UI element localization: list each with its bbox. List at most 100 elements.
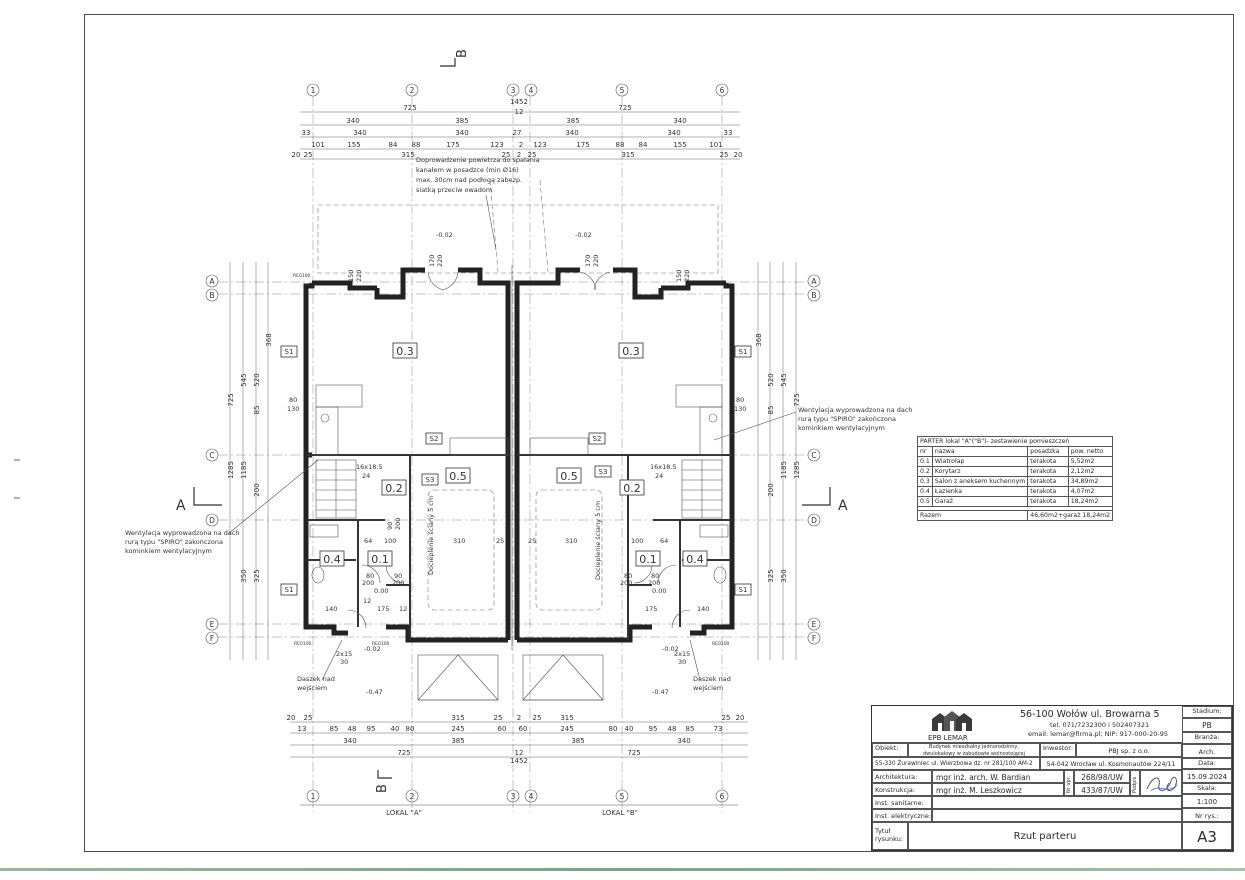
title-block: EPB LEMAR 56-100 Wołów ul. Browarna 5 te… [871,705,1233,851]
cell-name: Salon z aneksem kuchennym [931,476,1029,487]
air-supply-note: Doprowadzenie powietrza do spalania kana… [416,156,540,251]
vent-note-right-line-1: Wentylacja wyprowadzona na dach [798,406,913,414]
vent-note-right-line-3: kominkiem wentylacyjnym [798,424,885,432]
unit-label-a: LOKAL "A" [386,809,422,817]
table-total-row: Razem 46,60m2+garaż 18,24m2 [916,510,1114,521]
dim-30-b: 30 [678,658,686,666]
stair-size-left: 16x18.5 [356,463,383,471]
tag-s2-a: S2 [430,435,439,443]
axis-label-d-left: D [209,516,215,525]
cell-floor: terakota [1027,486,1069,497]
level-terrace-left: -0.02 [436,231,453,239]
section-marks: B B A A [176,49,848,793]
vent-note-left-line-3: kominkiem wentylacyjnym [125,547,212,555]
podpis-cell: Podpis [1130,770,1140,796]
dim-top-340-c: 340 [353,129,366,137]
axis-label-c-right: C [811,451,816,460]
architektura-nr: 268/98/UW [1074,770,1130,783]
cell-nr: 0.3 [917,476,933,487]
bottom-axis-bubbles: 1 2 3 4 5 6 [306,789,729,803]
axis-label-6: 6 [720,86,725,95]
dim-bottom-95-a: 95 [367,725,376,733]
room-label-0-1-a: 0.1 [371,553,389,566]
dim-bottom-725-a: 725 [397,749,410,757]
room-label-0-2-a: 0.2 [385,482,403,495]
axis-label-bottom-5: 5 [620,792,625,801]
dim-left-520: 520 [253,373,261,386]
cell-name: Łazienka [931,486,1029,497]
door-dim-80-a: 80 [366,572,374,580]
dim-bottom-40-a: 40 [391,725,400,733]
dim-top-101-b: 101 [709,141,722,149]
cell-name: Korytarz [931,466,1029,477]
dim-top-385-b: 385 [566,117,579,125]
dim-bottom-385-a: 385 [451,737,464,745]
sanitarne-label: Inst. sanitarne: [872,796,932,809]
side-axis-bubbles: A B C D E F A B C D E F [205,274,821,645]
dim-left-725: 725 [227,393,235,406]
air-note-line-2: kanałem w posadzce (min Ø16) [416,166,519,174]
dim-80-a: 80 [289,396,297,404]
nr-upr-label: Nr upr. [1066,776,1072,793]
door-dim-200-e: 200 [648,579,660,587]
tytul-label-line-2: rysunku: [875,834,904,843]
bathroom-fixtures [309,524,729,584]
dim-left-325: 325 [253,569,261,582]
dim-bottom-2: 2 [517,714,521,722]
branza-value: Arch. [1182,744,1232,758]
tag-s2-b: S2 [593,435,602,443]
door-dim-220-c: 220 [355,270,363,282]
tytul-label-line-1: Tytuł [875,827,891,835]
dim-left-85: 85 [253,406,261,415]
dim-175-b: 175 [645,605,657,613]
company-phone: tel. 071/7232300 i 502407321 [1050,721,1150,729]
axis-label-c-left: C [209,451,214,460]
vent-note-right-line-2: rurą typu "SPIRO" zakończona [798,415,896,423]
cell-floor: terakota [1027,466,1069,477]
dim-top-340-f: 340 [667,129,680,137]
cell-floor: terakota [1027,456,1069,467]
stairs: 16x18.5 24 16x18.5 24 [315,459,723,519]
dim-bottom-60-b: 60 [519,725,528,733]
element-tags: S1 S1 S1 S1 S2 S2 S3 S3 [280,345,752,596]
insulation-note-a: Docieplenie ściany 5 cm [427,496,435,575]
stadium-label: Stadium: [1182,706,1232,718]
total-label: Razem [916,510,1029,521]
tytul-value: Rzut parteru [908,822,1182,850]
scan-edge-strip [0,868,1245,871]
ref-label-1: RE0100 [293,273,311,279]
dim-top-175-b: 175 [576,141,589,149]
dim-bottom-340-a: 340 [343,737,356,745]
insulation-note-b: Docieplenie ściany 5 cm [594,501,602,580]
vent-note-left-line-1: Wentylacja wyprowadzona na dach [125,529,240,537]
dim-top-25-d: 25 [720,151,729,159]
dim-140-a: 140 [325,605,337,613]
dim-right-545: 545 [780,373,788,386]
section-mark-a-right: A [838,498,848,514]
cell-area: 5,52m2 [1067,456,1114,467]
dim-right-85: 85 [767,406,775,415]
signature-area [1140,770,1182,796]
dim-left-350: 350 [240,569,248,582]
door-dimensions: 80 200 90 200 90 200 80 200 80 200 170 2… [355,255,691,587]
dim-top-12: 12 [515,108,524,116]
axis-label-bottom-2: 2 [410,792,415,801]
room-label-0-1-b: 0.1 [639,553,657,566]
top-dimension-chains: 725 1452 12 725 340 385 385 340 33 340 3… [292,98,742,160]
level-terrace-right: -0.02 [575,231,592,239]
dim-bottom-385-b: 385 [571,737,584,745]
obiekt-line-1: Budynek mieszkalny jednorodzinny, [929,744,1019,750]
ventilation-note-left: Wentylacja wyprowadzona na dach rurą typ… [125,459,319,555]
dim-2x15-a: 2x15 [336,650,352,658]
axis-label-1: 1 [311,86,316,95]
exterior-walls-unit-b [514,267,735,643]
signature-mark [1146,776,1178,792]
axis-label-b-left: B [209,291,214,300]
dim-top-88-a: 88 [412,141,421,149]
dim-bottom-245-b: 245 [560,725,573,733]
door-dim-90-a: 90 [394,572,402,580]
dim-bottom-40-b: 40 [625,725,634,733]
dim-top-385-a: 385 [455,117,468,125]
dim-64-a: 64 [364,537,372,545]
room-schedule-table: PARTER lokal "A"("B")- zestawienie pomie… [916,436,1114,521]
